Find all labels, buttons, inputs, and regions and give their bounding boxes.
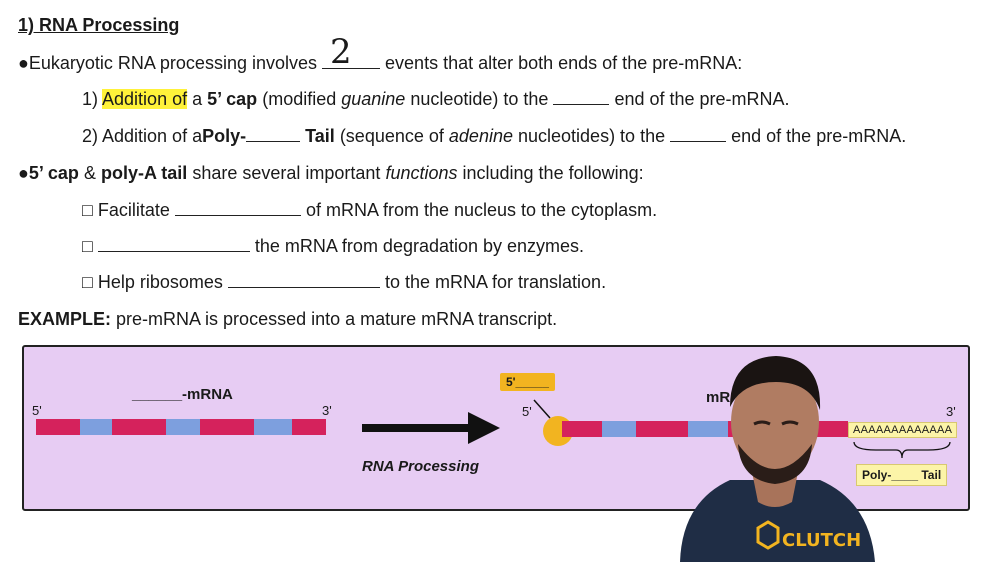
event-1-num: 1) — [82, 89, 99, 109]
checklist-item-2-post: the mRNA from degradation by enzymes. — [254, 236, 585, 256]
example-text: pre-mRNA is processed into a mature mRNA… — [116, 309, 558, 329]
event-1-mid2: nucleotide) to the — [410, 89, 549, 109]
highlighted-text: Addition of — [102, 89, 188, 109]
intro-text: ●Eukaryotic RNA processing involves — [18, 53, 317, 73]
checklist-item-1: □ Facilitate of mRNA from the nucleus to… — [82, 199, 657, 221]
handwritten-answer: 2 — [330, 32, 352, 72]
pre-mrna-label: ______-mRNA — [132, 386, 233, 403]
blank-cap-end — [553, 90, 610, 105]
blank-events — [322, 54, 381, 69]
rna-processing-label: RNA Processing — [362, 458, 479, 475]
right-5-prime: 5' — [522, 404, 532, 419]
checklist-item-3-post: to the mRNA for translation. — [384, 272, 607, 292]
functions-end: including the following: — [462, 163, 644, 183]
presenter-image — [680, 356, 875, 562]
intron-segment — [254, 419, 292, 435]
functions-mid: share several important — [192, 163, 381, 183]
blank-facilitate — [174, 201, 301, 216]
exon-segment — [36, 419, 80, 435]
checklist-item-2-pre: □ — [82, 236, 93, 256]
guanine-term: guanine — [341, 89, 406, 109]
blank-tail-end — [670, 127, 727, 142]
functions-term: functions — [385, 163, 458, 183]
poly-tail-label: Poly-____ Tail — [856, 464, 948, 486]
ampersand: & — [83, 163, 96, 183]
checklist-item-2: □ the mRNA from degradation by enzymes. — [82, 235, 584, 257]
functions-line: ●5’ cap & poly-A tail share several impo… — [18, 162, 644, 184]
cap-pointer-icon — [533, 399, 551, 419]
tail-term: Tail — [305, 126, 335, 146]
event-1-line: 1) Addition of a 5’ cap (modified guanin… — [82, 88, 790, 110]
intron-segment — [166, 419, 200, 435]
checklist-item-1-post: of mRNA from the nucleus to the cytoplas… — [305, 200, 658, 220]
checklist-item-3: □ Help ribosomes to the mRNA for transla… — [82, 271, 606, 293]
exon-segment — [562, 421, 602, 437]
cap-tag: 5'_____ — [500, 373, 555, 391]
exon-segment — [636, 421, 688, 437]
event-2-mid: (sequence of — [339, 126, 444, 146]
mature-mrna-label: mR — [706, 389, 731, 406]
intro-line: ●Eukaryotic RNA processing involves even… — [18, 52, 742, 74]
five-cap-term: 5’ cap — [207, 89, 258, 109]
event-1-end: end of the pre-mRNA. — [614, 89, 790, 109]
shirt-logo-text: CLUTCH — [782, 530, 862, 551]
example-label: EXAMPLE: — [18, 309, 112, 329]
poly-a-sequence: AAAAAAAAAAAAA — [848, 422, 958, 438]
blank-protect — [97, 237, 250, 252]
left-3-prime: 3' — [322, 403, 332, 418]
exon-segment — [292, 419, 326, 435]
exon-segment — [688, 421, 728, 437]
checklist-item-3-pre: □ Help ribosomes — [82, 272, 223, 292]
blank-poly — [246, 127, 301, 142]
event-2-pre: 2) Addition of a — [82, 126, 203, 146]
intro-text-end: events that alter both ends of the pre-m… — [385, 53, 743, 73]
example-line: EXAMPLE: pre-mRNA is processed into a ma… — [18, 308, 557, 330]
event-1-mid: (modified — [262, 89, 337, 109]
exon-segment — [112, 419, 166, 435]
event-1-a: a — [192, 89, 203, 109]
adenine-term: adenine — [448, 126, 513, 146]
event-2-end: end of the pre-mRNA. — [731, 126, 907, 146]
brace-icon — [853, 441, 951, 459]
exon-segment — [602, 421, 636, 437]
right-3-prime: 3' — [946, 404, 956, 419]
checklist-item-1-pre: □ Facilitate — [82, 200, 170, 220]
left-5-prime: 5' — [32, 403, 42, 418]
event-2-line: 2) Addition of aPoly- Tail (sequence of … — [82, 125, 906, 147]
process-arrow-icon — [362, 412, 500, 444]
poly-term: Poly- — [202, 126, 247, 146]
exon-segment — [200, 419, 254, 435]
polya-term: poly-A tail — [100, 163, 188, 183]
intron-segment — [80, 419, 112, 435]
cap-term-2: ●5’ cap — [18, 163, 79, 183]
blank-ribosomes — [227, 273, 380, 288]
event-2-mid2: nucleotides) to the — [518, 126, 666, 146]
page-title: 1) RNA Processing — [18, 15, 180, 35]
